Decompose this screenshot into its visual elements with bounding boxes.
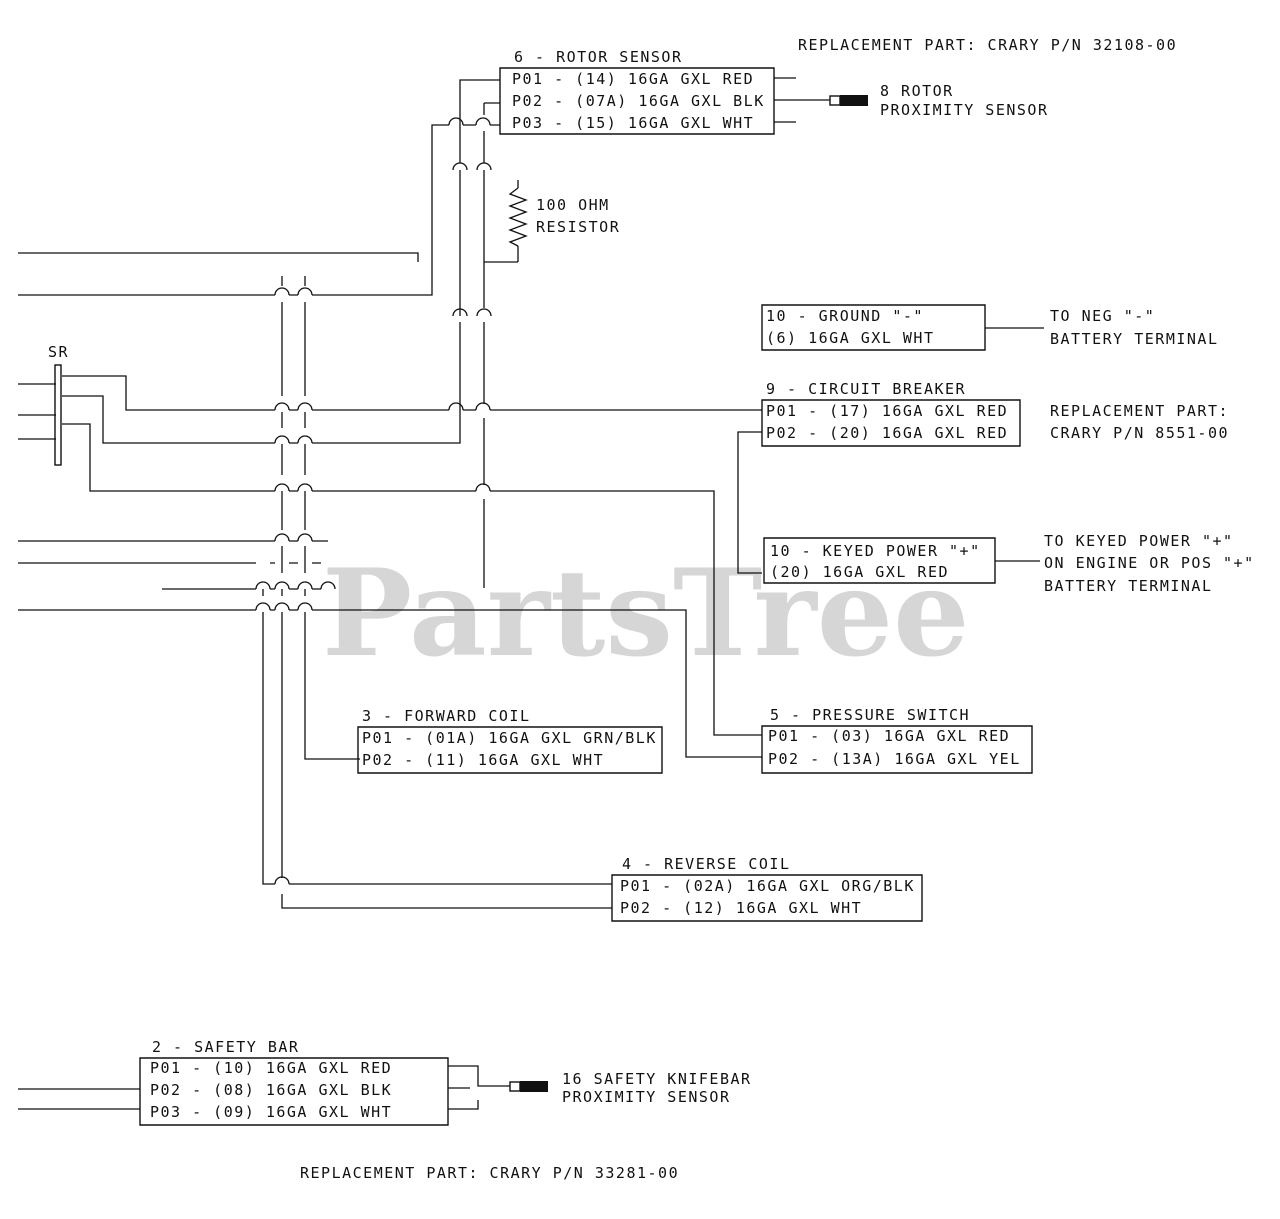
sr-terminal-block: [54, 364, 62, 466]
watermark: PartsTree: [322, 543, 969, 684]
safety-bar-replacement-part: REPLACEMENT PART: CRARY P/N 33281-00: [300, 1164, 679, 1182]
rotor-sensor-replacement-part: REPLACEMENT PART: CRARY P/N 32108-00: [798, 36, 1177, 54]
safety-bar-pin-3: P03 - (09) 16GA GXL WHT: [150, 1103, 392, 1121]
forward-coil-pin-2: P02 - (11) 16GA GXL WHT: [362, 751, 604, 769]
pressure-switch-connector: 5 - PRESSURE SWITCH P01 - (03) 16GA GXL …: [761, 706, 1033, 774]
reverse-coil-pin-1: P01 - (02A) 16GA GXL ORG/BLK: [620, 877, 915, 895]
rotor-sensor-title: 6 - ROTOR SENSOR: [514, 48, 683, 66]
keyed-power-target-line2: ON ENGINE OR POS "+": [1044, 554, 1255, 572]
safety-bar-pin-1: P01 - (10) 16GA GXL RED: [150, 1059, 392, 1077]
safety-bar-pin-2: P02 - (08) 16GA GXL BLK: [150, 1081, 392, 1099]
ground-target-line1: TO NEG "-": [1050, 307, 1155, 325]
reverse-coil-pin-2: P02 - (12) 16GA GXL WHT: [620, 899, 862, 917]
ground-row-1: 10 - GROUND "-": [766, 307, 924, 325]
circuit-breaker-connector: 9 - CIRCUIT BREAKER P01 - (17) 16GA GXL …: [761, 380, 1021, 447]
ground-row-2: (6) 16GA GXL WHT: [766, 329, 935, 347]
circuit-breaker-pin-2: P02 - (20) 16GA GXL RED: [766, 424, 1008, 442]
rotor-proximity-sensor-label-1: 8 ROTOR: [880, 82, 954, 100]
safety-bar-title: 2 - SAFETY BAR: [152, 1038, 299, 1056]
knifebar-proximity-sensor-body: [520, 1081, 548, 1092]
wires: [18, 77, 1044, 1110]
pressure-switch-pin-1: P01 - (03) 16GA GXL RED: [768, 727, 1010, 745]
rotor-proximity-sensor-body: [840, 95, 868, 106]
reverse-coil-connector: 4 - REVERSE COIL P01 - (02A) 16GA GXL OR…: [611, 855, 923, 922]
keyed-power-row-1: 10 - KEYED POWER "+": [770, 542, 981, 560]
keyed-power-row-2: (20) 16GA GXL RED: [770, 563, 949, 581]
circuit-breaker-replacement-line2: CRARY P/N 8551-00: [1050, 424, 1229, 442]
wire-crossover-hops: [255, 117, 492, 885]
ground-connector: 10 - GROUND "-" (6) 16GA GXL WHT: [761, 304, 986, 351]
rotor-sensor-pin-3: P03 - (15) 16GA GXL WHT: [512, 114, 754, 132]
resistor-symbol: [508, 187, 528, 247]
knifebar-proximity-sensor-plug: [509, 1081, 521, 1092]
rotor-proximity-sensor-plug: [829, 95, 841, 106]
circuit-breaker-pin-1: P01 - (17) 16GA GXL RED: [766, 402, 1008, 420]
resistor-label-line2: RESISTOR: [536, 218, 620, 236]
resistor-label-line1: 100 OHM: [536, 196, 610, 214]
rotor-proximity-sensor-label-2: PROXIMITY SENSOR: [880, 101, 1049, 119]
rotor-sensor-pin-2: P02 - (07A) 16GA GXL BLK: [512, 92, 765, 110]
ground-target-line2: BATTERY TERMINAL: [1050, 330, 1219, 348]
keyed-power-connector: 10 - KEYED POWER "+" (20) 16GA GXL RED: [763, 537, 996, 584]
forward-coil-connector: 3 - FORWARD COIL P01 - (01A) 16GA GXL GR…: [357, 707, 663, 774]
circuit-breaker-replacement-line1: REPLACEMENT PART:: [1050, 402, 1229, 420]
rotor-sensor-pin-1: P01 - (14) 16GA GXL RED: [512, 70, 754, 88]
pressure-switch-pin-2: P02 - (13A) 16GA GXL YEL: [768, 750, 1021, 768]
rotor-sensor-connector: 6 - ROTOR SENSOR P01 - (14) 16GA GXL RED…: [499, 48, 775, 135]
circuit-breaker-title: 9 - CIRCUIT BREAKER: [766, 380, 966, 398]
reverse-coil-title: 4 - REVERSE COIL: [622, 855, 791, 873]
forward-coil-title: 3 - FORWARD COIL: [362, 707, 531, 725]
knifebar-proximity-sensor-label-1: 16 SAFETY KNIFEBAR: [562, 1070, 752, 1088]
keyed-power-target-line3: BATTERY TERMINAL: [1044, 577, 1213, 595]
safety-bar-connector: 2 - SAFETY BAR P01 - (10) 16GA GXL RED P…: [139, 1038, 449, 1126]
sr-label: SR: [48, 343, 69, 361]
pressure-switch-title: 5 - PRESSURE SWITCH: [770, 706, 970, 724]
knifebar-proximity-sensor-label-2: PROXIMITY SENSOR: [562, 1088, 731, 1106]
keyed-power-target-line1: TO KEYED POWER "+": [1044, 532, 1234, 550]
forward-coil-pin-1: P01 - (01A) 16GA GXL GRN/BLK: [362, 729, 657, 747]
